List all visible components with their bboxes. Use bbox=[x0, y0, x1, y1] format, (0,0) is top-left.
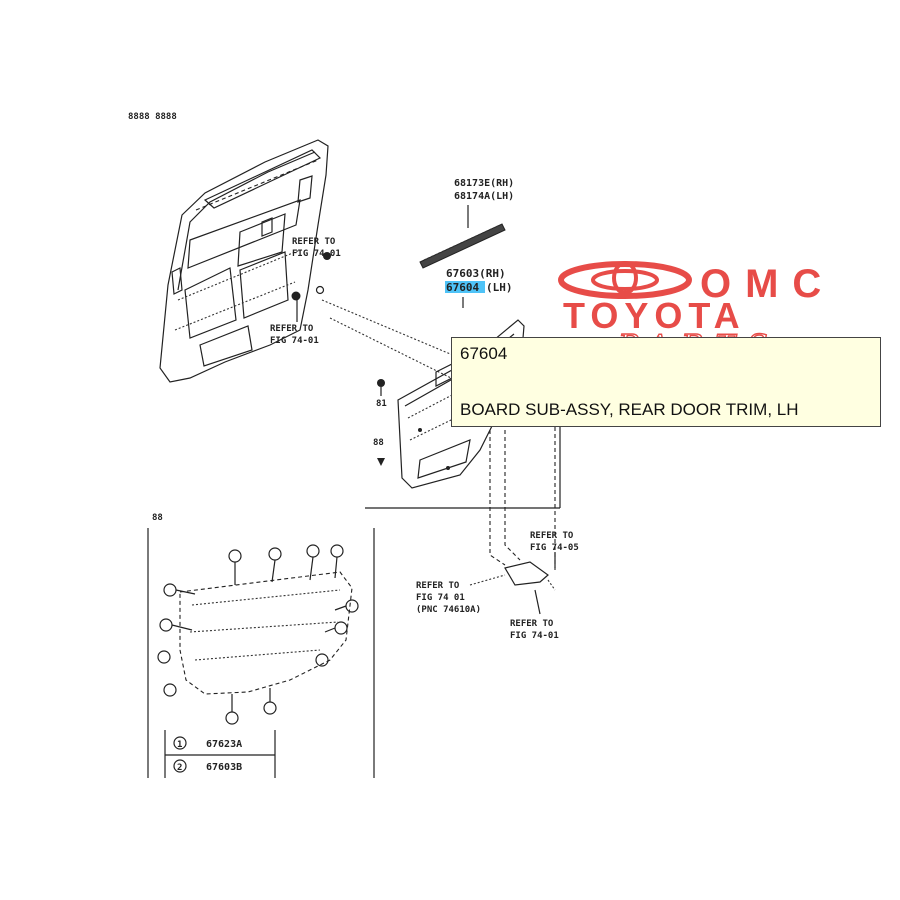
rear-door-frame bbox=[159, 139, 329, 383]
refer-label-1: REFER TO bbox=[292, 237, 336, 247]
watermark-brand: OMC bbox=[700, 262, 835, 306]
inset-tag: 88 bbox=[152, 513, 163, 523]
refer-label-5-fig: FIG 74-01 bbox=[510, 631, 559, 641]
refer-label-4: REFER TO bbox=[416, 581, 460, 591]
clip-icon bbox=[315, 285, 325, 295]
header-label: 8888 8888 bbox=[128, 112, 177, 122]
tooltip-part-description: BOARD SUB-ASSY, REAR DOOR TRIM, LH bbox=[460, 400, 799, 419]
clip-icon bbox=[291, 291, 301, 301]
watermark-toyota: TOYOTA bbox=[563, 295, 746, 336]
part-label-67604: 67604 bbox=[446, 281, 479, 294]
refer-label-5: REFER TO bbox=[510, 619, 554, 629]
part-label-67604-side: (LH) bbox=[486, 281, 513, 294]
weatherstrip-part bbox=[419, 223, 506, 269]
clip-icon bbox=[377, 458, 385, 466]
svg-text:2: 2 bbox=[177, 763, 182, 773]
svg-text:1: 1 bbox=[177, 740, 182, 750]
part-label-68173: 68173E(RH) bbox=[454, 178, 514, 189]
refer-label-2: REFER TO bbox=[270, 324, 314, 334]
tooltip-part-number: 67604 bbox=[460, 344, 508, 363]
part-label-67603: 67603(RH) bbox=[446, 267, 506, 280]
refer-label-3: REFER TO bbox=[530, 531, 574, 541]
clip-mark-88: 88 bbox=[373, 438, 384, 448]
highlight-67604 bbox=[445, 281, 485, 293]
refer-label-2-fig: FIG 74-01 bbox=[270, 336, 319, 346]
clip-icon bbox=[323, 252, 331, 260]
refer-label-3-fig: FIG 74-05 bbox=[530, 543, 579, 553]
part-tooltip: 67604 BOARD SUB-ASSY, REAR DOOR TRIM, LH bbox=[451, 337, 881, 427]
inset-detail: 88 1 2 67623A 67603B bbox=[147, 513, 375, 778]
legend-part-2: 67603B bbox=[206, 762, 242, 773]
refer-label-1-fig: FIG 74 01 bbox=[292, 249, 341, 259]
refer-label-4-fig: FIG 74 01 bbox=[416, 593, 465, 603]
part-label-68174: 68174A(LH) bbox=[454, 191, 514, 202]
legend-part-1: 67623A bbox=[206, 739, 242, 750]
clip-mark-81: 81 bbox=[376, 399, 387, 409]
refer-label-4-pnc: (PNC 74610A) bbox=[416, 605, 481, 615]
clip-icon bbox=[377, 379, 385, 387]
